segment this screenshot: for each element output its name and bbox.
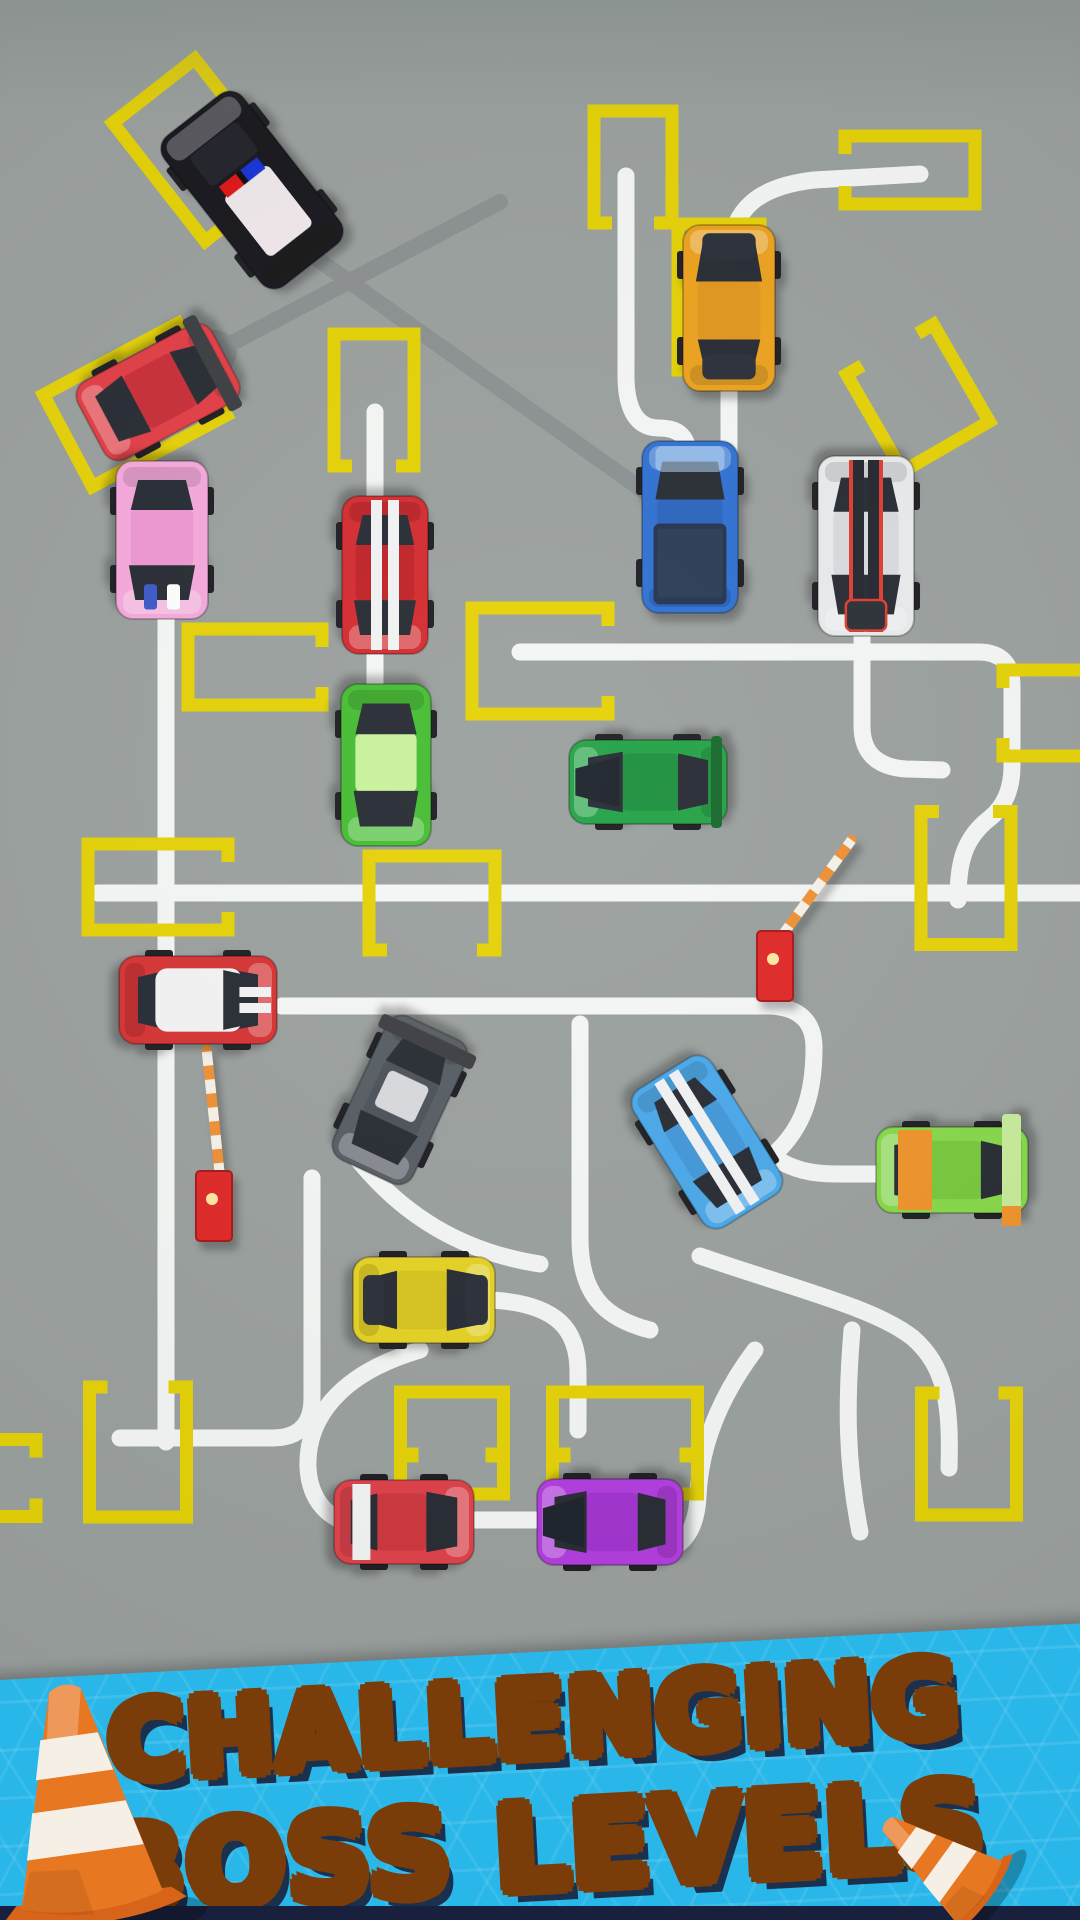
car-gray-sports[interactable] bbox=[319, 1006, 480, 1193]
parking-spot-14 bbox=[394, 1385, 510, 1463]
parking-spot-13 bbox=[362, 849, 502, 957]
car-taxi[interactable] bbox=[677, 224, 781, 392]
car-red-stripe-muscle[interactable] bbox=[336, 495, 434, 655]
parking-spot-4 bbox=[838, 129, 982, 211]
parking-spot-9 bbox=[465, 601, 615, 721]
bottom-strip bbox=[0, 1906, 1080, 1920]
parking-spot-18 bbox=[83, 1380, 193, 1524]
parking-spot-20 bbox=[915, 1386, 1023, 1522]
car-red-mini[interactable] bbox=[118, 950, 278, 1050]
car-lime-supercar[interactable] bbox=[875, 1114, 1029, 1226]
car-white-stripe-muscle[interactable] bbox=[812, 455, 920, 637]
parking-spot-11 bbox=[914, 805, 1018, 951]
route-path-19 bbox=[839, 1321, 869, 1541]
parking-spot-3 bbox=[587, 104, 679, 230]
route-path-1 bbox=[294, 240, 673, 514]
car-blue-pickup[interactable] bbox=[636, 440, 744, 614]
route-path-10 bbox=[273, 997, 823, 1165]
car-green-hatch[interactable] bbox=[335, 683, 437, 847]
boom-barrier-2 bbox=[756, 834, 857, 1002]
car-red-coupe[interactable] bbox=[333, 1474, 475, 1570]
route-path-14 bbox=[111, 1169, 321, 1447]
car-police-car[interactable] bbox=[149, 81, 354, 300]
route-path-12 bbox=[571, 1015, 659, 1339]
parking-spot-8 bbox=[181, 622, 329, 712]
route-path-18 bbox=[691, 1247, 958, 1477]
car-red-spoiler-car[interactable] bbox=[66, 310, 249, 473]
parking-spot-7 bbox=[327, 327, 421, 473]
car-yellow-sports[interactable] bbox=[352, 1251, 496, 1349]
route-path-15 bbox=[299, 1341, 429, 1533]
route-path-8 bbox=[511, 643, 1021, 909]
route-path-11 bbox=[763, 1147, 895, 1183]
parking-spot-6 bbox=[837, 315, 999, 481]
car-dark-green-sports[interactable] bbox=[568, 734, 728, 830]
boom-barrier-1 bbox=[195, 1044, 233, 1242]
parking-spot-12 bbox=[81, 837, 235, 937]
car-blue-stripe-car[interactable] bbox=[620, 1046, 794, 1238]
route-path-13 bbox=[483, 1291, 587, 1439]
route-path-2 bbox=[188, 194, 508, 370]
car-purple-car[interactable] bbox=[536, 1473, 684, 1571]
parking-spot-10 bbox=[996, 663, 1080, 763]
route-path-20 bbox=[853, 603, 951, 779]
parking-spot-19 bbox=[0, 1433, 43, 1523]
car-pink-car[interactable] bbox=[110, 460, 214, 620]
